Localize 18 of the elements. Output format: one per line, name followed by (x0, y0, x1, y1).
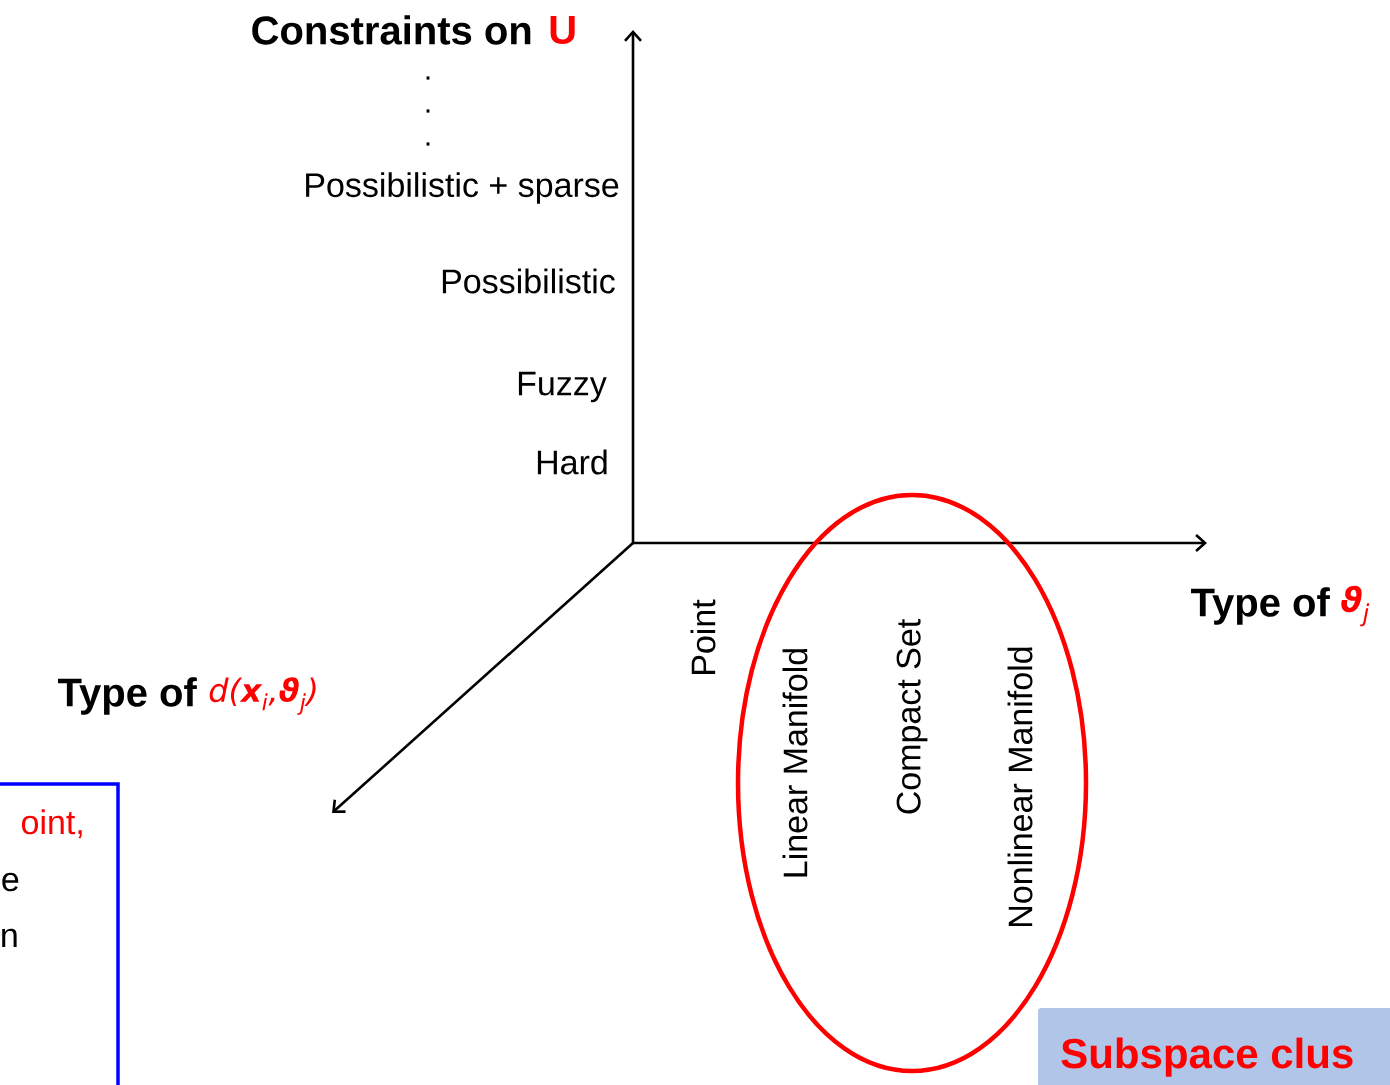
tick-label: Compact Set (896, 619, 928, 814)
ellipsis-dot: . (426, 109, 430, 113)
tick-label: Possibilistic + sparse (306, 172, 619, 204)
axis-title: Type of (58, 677, 197, 715)
tick-label: Linear Manifold (782, 649, 808, 877)
axis-title: d(x$_{i}$,ϑ$_{j}$) (209, 677, 316, 715)
tick-label: Hard (537, 449, 607, 475)
text-box: oint, e n (0, 782, 120, 1085)
tick-label: Nonlinear Manifold (1007, 647, 1033, 926)
axis-title: ϑ$_{j}$ (1341, 585, 1370, 627)
ellipsis-dot: . (426, 142, 430, 146)
ellipsis-dot: . (426, 76, 430, 80)
axis-title: U (550, 16, 575, 44)
axis-title: Type of (1191, 587, 1330, 625)
title-banner: Subspace clus (1038, 1008, 1390, 1085)
tick-label: Fuzzy (518, 371, 607, 403)
tick-label: Possibilistic (442, 268, 615, 294)
axis-title: Constraints on (252, 15, 531, 45)
